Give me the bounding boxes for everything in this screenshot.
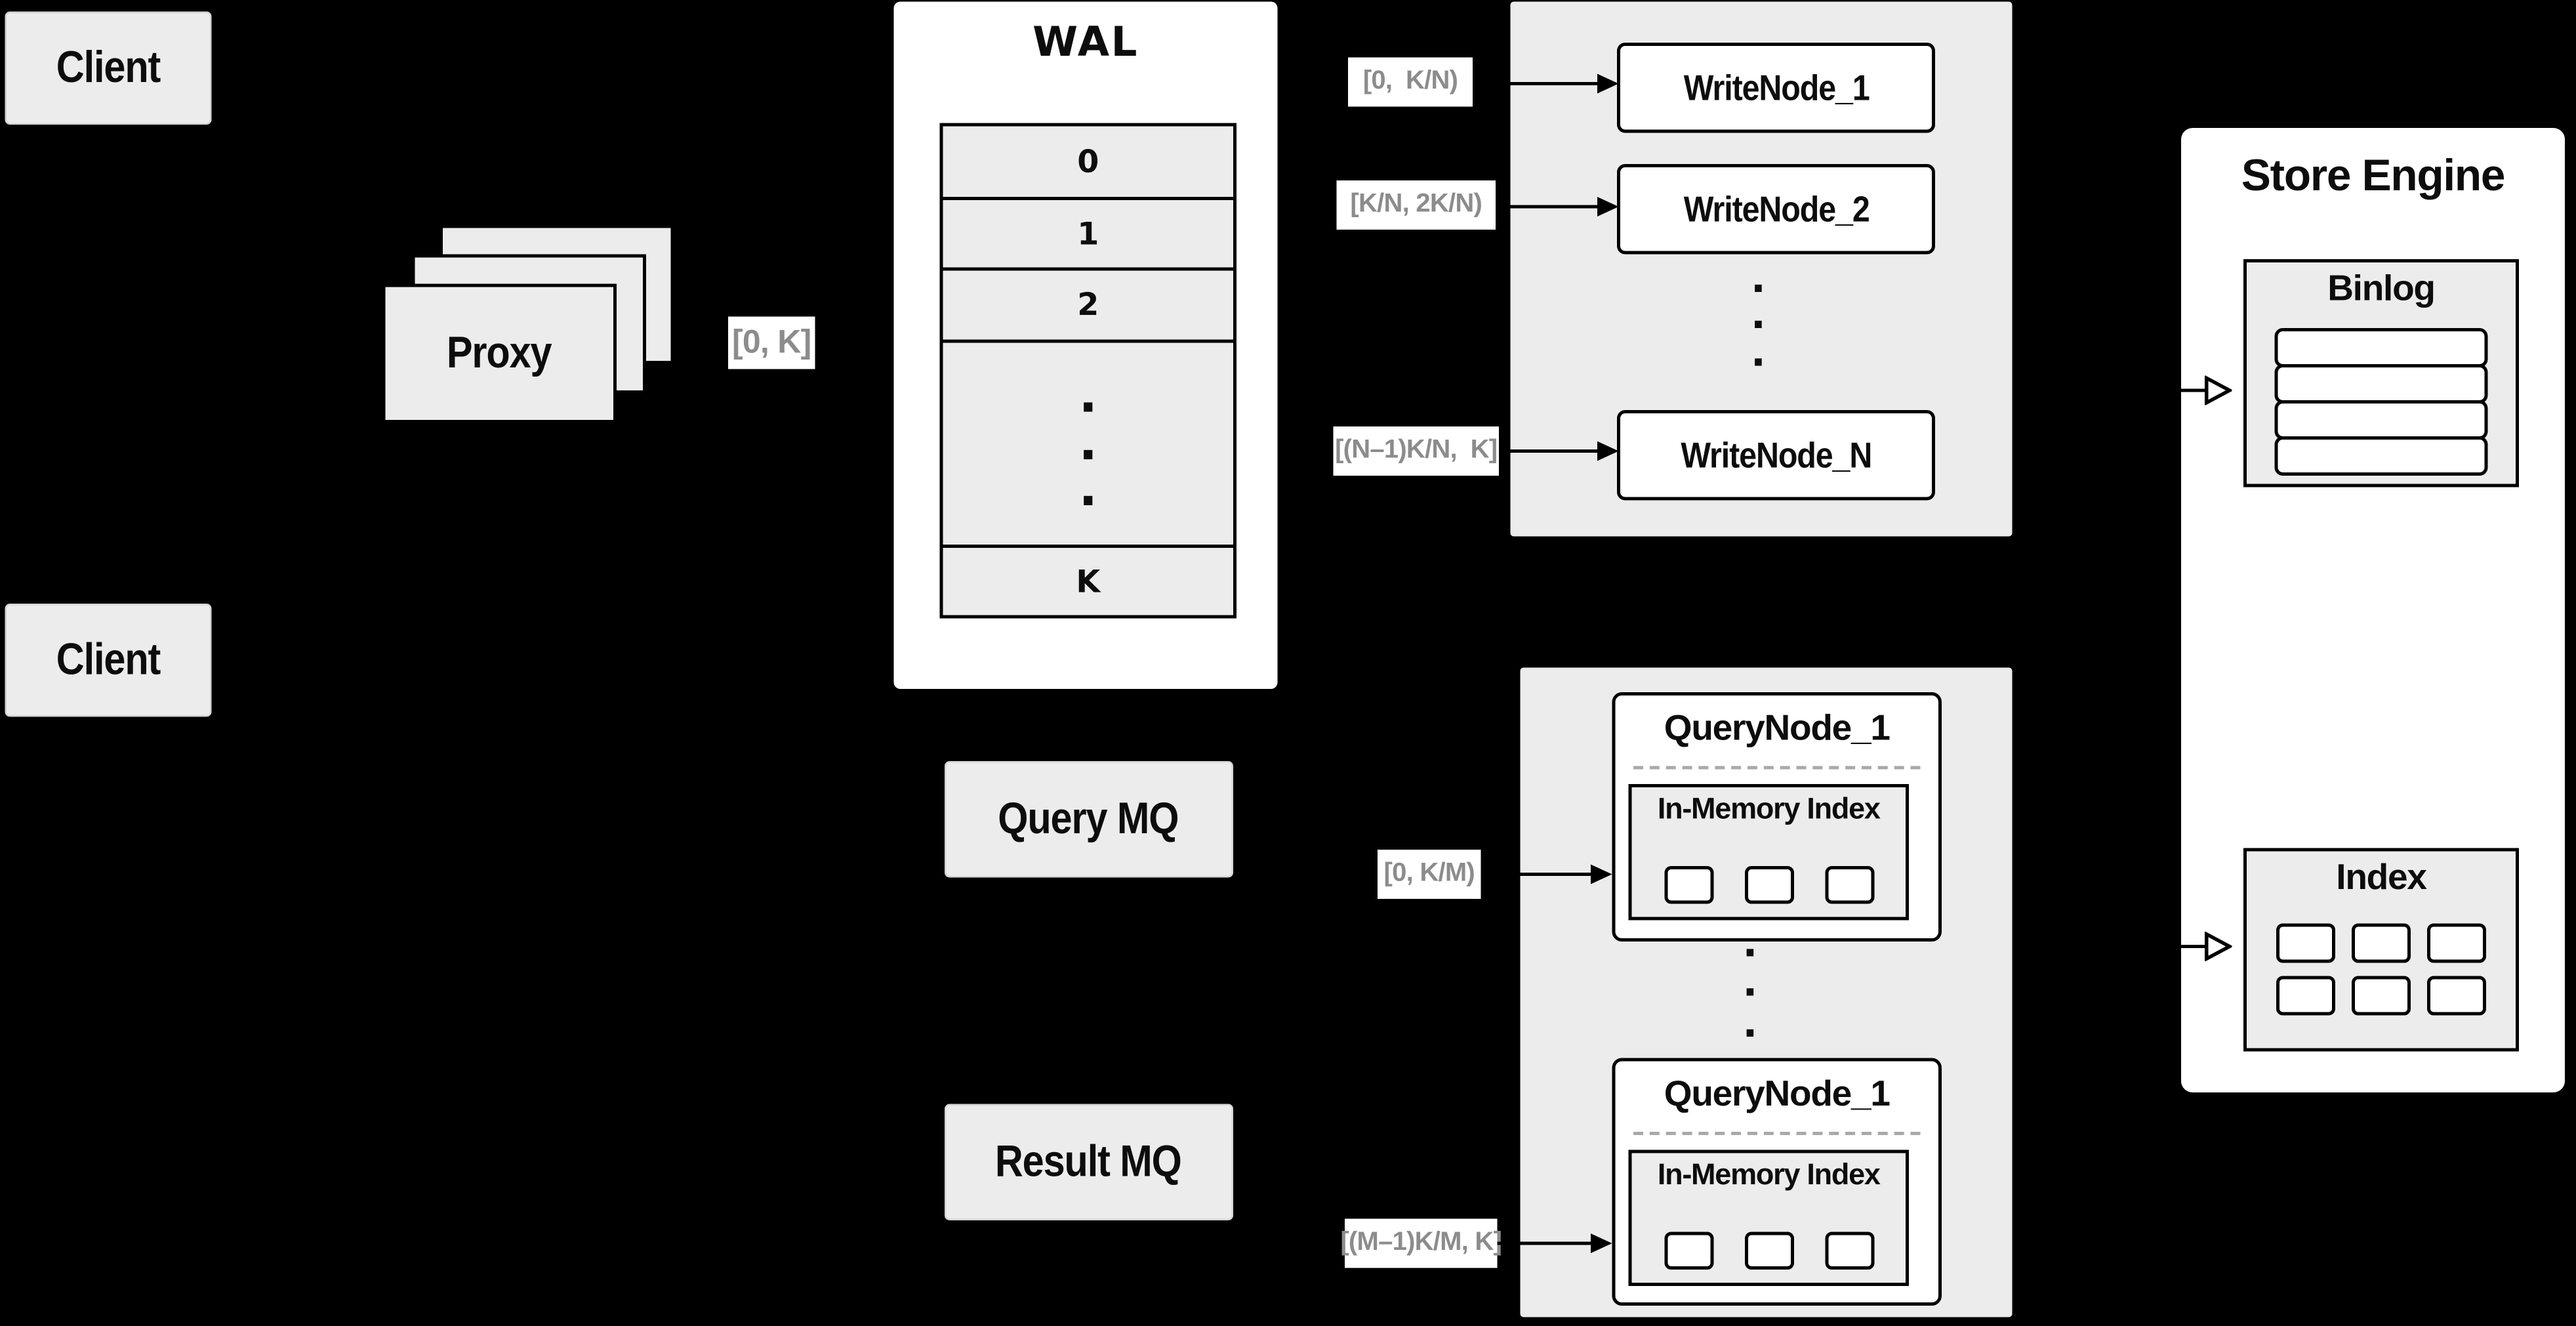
binlog-row (2274, 364, 2488, 404)
binlog-rows (2274, 328, 2488, 476)
write-node-2-label: WriteNode_2 (1683, 188, 1870, 229)
client-top-label: Client (56, 43, 161, 92)
index-cells-row-1 (2247, 923, 2516, 963)
arrow-shaft-to-query-node-m (1497, 1241, 1593, 1245)
write-node-1: WriteNode_1 (1617, 43, 1935, 133)
query-node-1-index-label: In-Memory Index (1657, 792, 1881, 825)
index-cell (2427, 923, 2486, 963)
query-node-m-in-memory-index: In-Memory Index (1628, 1150, 1909, 1286)
query-node-ellipsis: ... (1743, 913, 1757, 1048)
index-title: Index (2336, 856, 2427, 898)
write-node-1-label: WriteNode_1 (1683, 66, 1870, 108)
query-node-m-divider (1633, 1132, 1921, 1135)
result-mq-box: Result MQ (945, 1104, 1233, 1220)
store-engine-title: Store Engine (2241, 151, 2506, 200)
range-chip-write-1: [0, K/N) (1348, 57, 1473, 107)
write-node-n: WriteNode_N (1617, 410, 1935, 501)
segment-cell (1664, 1232, 1713, 1270)
arrow-shaft-to-write-node-1 (1473, 81, 1599, 86)
binlog-box: Binlog (2243, 259, 2519, 487)
wal-row-0: 0 (939, 123, 1237, 200)
query-node-1-segments (1632, 866, 1906, 904)
range-chip-write-n: [(N–1)K/N, K] (1333, 426, 1499, 476)
client-bottom-label: Client (56, 634, 161, 684)
arrow-shaft-to-binlog (2158, 388, 2207, 392)
query-node-m: QueryNode_1 In-Memory Index (1612, 1058, 1942, 1306)
result-mq-label: Result MQ (996, 1136, 1183, 1186)
binlog-row (2274, 328, 2488, 367)
write-node-ellipsis: ... (1751, 249, 1765, 377)
query-node-m-index-label: In-Memory Index (1657, 1158, 1881, 1191)
segment-cell (1744, 866, 1793, 904)
segment-cell (1824, 866, 1874, 904)
segment-cell (1824, 1232, 1874, 1270)
proxy-card-front: Proxy (382, 283, 617, 423)
arrow-shaft-to-index (2158, 944, 2207, 949)
index-box: Index (2243, 848, 2519, 1052)
binlog-title: Binlog (2327, 267, 2436, 309)
arrow-head-to-write-node-1 (1597, 73, 1619, 93)
query-node-m-title: QueryNode_1 (1664, 1073, 1891, 1114)
proxy-label: Proxy (447, 328, 552, 377)
query-node-1-divider (1633, 766, 1921, 770)
arrow-head-to-write-node-2 (1597, 196, 1619, 216)
query-node-1: QueryNode_1 In-Memory Index (1612, 692, 1942, 942)
arrow-head-to-query-node-m (1591, 1232, 1612, 1253)
segment-cell (1744, 1232, 1793, 1270)
query-mq-box: Query MQ (945, 761, 1233, 878)
arrow-head-to-write-node-n (1597, 440, 1619, 461)
wal-row-1: 1 (939, 197, 1237, 271)
arrow-shaft-to-write-node-n (1499, 449, 1599, 453)
arrow-shaft-to-write-node-2 (1496, 204, 1599, 209)
client-box-top: Client (5, 11, 212, 125)
query-node-m-segments (1632, 1232, 1906, 1270)
write-node-n-label: WriteNode_N (1681, 434, 1872, 475)
binlog-row (2274, 400, 2488, 440)
range-chip-query-1: [0, K/M) (1378, 850, 1481, 899)
wal-ellipsis-dots: ... (1078, 368, 1098, 519)
index-cells-row-2 (2247, 976, 2516, 1016)
arrow-shaft-to-query-node-1 (1481, 872, 1593, 877)
index-cell (2352, 976, 2411, 1016)
query-node-1-in-memory-index: In-Memory Index (1628, 784, 1909, 921)
store-engine-container: Store Engine Binlog Index (2181, 128, 2565, 1092)
arrow-head-to-binlog (2205, 375, 2232, 405)
wal-row-2: 2 (939, 267, 1237, 343)
index-cell (2276, 923, 2335, 963)
segment-cell (1664, 866, 1713, 904)
wal-segment-table: 0 1 2 ... K (939, 123, 1237, 619)
arrow-head-to-query-node-1 (1591, 863, 1612, 884)
wal-row-k: K (939, 545, 1237, 619)
query-node-1-title: QueryNode_1 (1664, 707, 1891, 749)
client-box-bottom: Client (5, 604, 212, 717)
range-chip-write-2: [K/N, 2K/N) (1336, 180, 1496, 230)
write-node-2: WriteNode_2 (1617, 164, 1935, 255)
range-chip-query-m: [(M–1)K/M, K] (1340, 1218, 1502, 1268)
index-cell (2276, 976, 2335, 1016)
binlog-row (2274, 436, 2488, 476)
range-chip-proxy-to-wal: [0, K] (728, 316, 815, 369)
query-mq-label: Query MQ (998, 794, 1179, 843)
arrow-head-to-index (2205, 932, 2232, 961)
index-cell (2427, 976, 2486, 1016)
wal-container: WAL 0 1 2 ... K (893, 1, 1278, 689)
wal-title: WAL (1032, 18, 1139, 66)
index-cell (2352, 923, 2411, 963)
wal-row-ellipsis: ... (939, 339, 1237, 548)
